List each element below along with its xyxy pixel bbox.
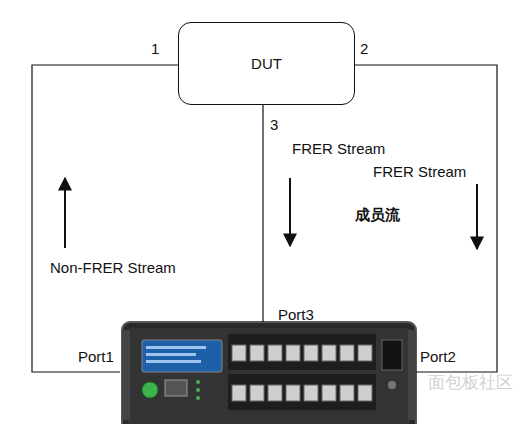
port-number: 3 <box>270 116 278 134</box>
stream-arrow <box>64 178 66 248</box>
connector-line <box>262 105 263 322</box>
test-equipment-node: Port1Port3Port2 <box>120 322 416 424</box>
connector-line <box>32 65 178 372</box>
port-label: Port2 <box>420 348 456 366</box>
watermark: 面包板社区 <box>428 374 513 392</box>
port-number: 1 <box>151 40 159 58</box>
port-label: Port1 <box>78 348 114 366</box>
device-box: DUT <box>178 22 355 105</box>
stream-label: Non-FRER Stream <box>50 259 176 277</box>
stream-label: FRER Stream <box>292 140 385 158</box>
port-label: Port3 <box>278 306 314 324</box>
connector-line <box>355 65 497 372</box>
test-equipment <box>122 322 416 424</box>
stream-label: FRER Stream <box>373 163 466 181</box>
stream-arrow <box>476 184 478 249</box>
member-stream-label: 成员流 <box>355 206 400 224</box>
stream-arrow <box>289 178 291 246</box>
port-number: 2 <box>360 40 368 58</box>
node-title: DUT <box>251 55 282 73</box>
